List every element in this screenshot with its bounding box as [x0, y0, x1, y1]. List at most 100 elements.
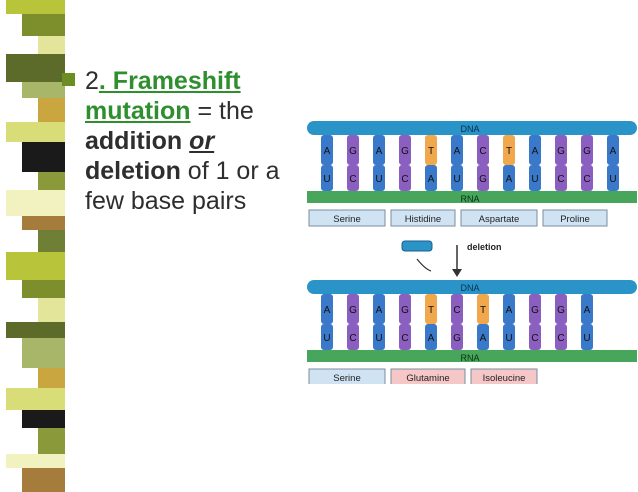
top-rna-base-letter: A	[428, 174, 435, 185]
bottom-dna-base	[347, 294, 359, 324]
stripe-block	[38, 428, 65, 454]
bottom-rna-backbone	[307, 350, 637, 362]
top-rna-base	[477, 165, 489, 191]
bullet-text: 2. Frameshift mutation = the addition or…	[65, 66, 295, 216]
top-rna-base-letter: C	[583, 174, 590, 185]
bottom-dna-base	[581, 294, 593, 324]
top-dna-backbone	[307, 121, 637, 135]
bottom-dna-base-letter: T	[428, 305, 434, 316]
top-rna-base-letter: U	[531, 174, 538, 185]
top-dna-base-letter: G	[557, 146, 565, 157]
top-amino-acid-box	[460, 209, 538, 227]
bottom-dna-base	[399, 294, 411, 324]
bottom-amino-acid-label: Glutamine	[406, 373, 449, 384]
top-dna-base	[451, 135, 463, 165]
top-dna-base	[321, 135, 333, 165]
top-rna-base-letter: A	[506, 174, 513, 185]
bottom-rna-base	[529, 324, 541, 350]
stripe-block	[38, 230, 65, 252]
bottom-rna-base-letter: U	[505, 333, 512, 344]
curved-arrow	[416, 258, 432, 272]
bottom-rna-base	[581, 324, 593, 350]
bottom-dna-base-letter: A	[506, 305, 513, 316]
top-dna-base	[555, 135, 567, 165]
bottom-amino-acid-label: Serine	[333, 373, 360, 384]
stripe-block	[22, 216, 65, 230]
bottom-rna-base-letter: U	[375, 333, 382, 344]
stripe-block	[6, 190, 65, 216]
bottom-rna-base-letter: C	[531, 333, 538, 344]
top-dna-base	[503, 135, 515, 165]
top-dna-base	[425, 135, 437, 165]
stripe-block	[22, 338, 65, 368]
top-amino-acid-label: Proline	[560, 214, 590, 225]
top-rna-base	[399, 165, 411, 191]
stripe-block	[38, 172, 65, 190]
bottom-rna-base	[373, 324, 385, 350]
top-dna-base-letter: A	[610, 146, 617, 157]
bottom-rna-base	[503, 324, 515, 350]
top-rna-base-letter: U	[453, 174, 460, 185]
top-dna-base-letter: T	[428, 146, 434, 157]
top-rna-base	[503, 165, 515, 191]
def-or: or	[189, 127, 215, 155]
bottom-rna-base	[425, 324, 437, 350]
bottom-dna-base	[529, 294, 541, 324]
top-dna-base-letter: A	[324, 146, 331, 157]
stripe-block	[6, 454, 65, 468]
bottom-rna-base	[399, 324, 411, 350]
top-dna-base-letter: A	[532, 146, 539, 157]
top-dna-base	[477, 135, 489, 165]
bottom-rna-base-letter: A	[428, 333, 435, 344]
stripe-block	[22, 142, 65, 172]
stripe-block	[6, 0, 65, 14]
bottom-amino-acid-label: Isoleucine	[483, 373, 526, 384]
top-dna-base	[529, 135, 541, 165]
bottom-rna-base-letter: G	[453, 333, 461, 344]
bottom-dna-base	[321, 294, 333, 324]
bottom-dna-base-letter: A	[584, 305, 591, 316]
deletion-arrowhead	[452, 269, 462, 277]
bottom-dna-backbone	[307, 280, 637, 294]
top-rna-backbone	[307, 191, 637, 203]
term-frameshift-mutation: . Frameshift mutation	[85, 67, 241, 125]
bottom-rna-base	[555, 324, 567, 350]
equals-sign: =	[190, 97, 213, 125]
top-rna-base	[321, 165, 333, 191]
stripe-block	[6, 388, 65, 410]
bottom-dna-base-letter: C	[453, 305, 460, 316]
bottom-rna-base	[347, 324, 359, 350]
bottom-dna-base	[503, 294, 515, 324]
bottom-dna-base	[477, 294, 489, 324]
stripe-block	[6, 122, 65, 142]
top-rna-base	[425, 165, 437, 191]
top-rna-base	[347, 165, 359, 191]
top-rna-base	[607, 165, 619, 191]
top-rna-label: RNA	[460, 194, 479, 204]
top-amino-acid-box	[390, 209, 456, 227]
top-dna-base-letter: A	[376, 146, 383, 157]
bottom-rna-base-letter: U	[583, 333, 590, 344]
bottom-dna-base-letter: A	[324, 305, 331, 316]
stripe-block	[22, 82, 65, 98]
stripe-block	[22, 280, 65, 298]
stripe-block	[38, 98, 65, 122]
top-rna-base-letter: C	[557, 174, 564, 185]
bottom-rna-base	[451, 324, 463, 350]
top-rna-base	[581, 165, 593, 191]
top-rna-base	[555, 165, 567, 191]
stripe-block	[38, 368, 65, 388]
top-dna-base-letter: G	[349, 146, 357, 157]
top-rna-base	[529, 165, 541, 191]
stripe-block	[38, 36, 65, 54]
bottom-rna-base	[321, 324, 333, 350]
top-rna-base	[451, 165, 463, 191]
bottom-rna-base	[477, 324, 489, 350]
stripe-block	[6, 252, 65, 280]
stripe-block	[6, 54, 65, 82]
top-rna-base-letter: U	[375, 174, 382, 185]
def-text-1: the	[219, 97, 254, 125]
bottom-dna-base	[555, 294, 567, 324]
stripe-block	[22, 468, 65, 492]
